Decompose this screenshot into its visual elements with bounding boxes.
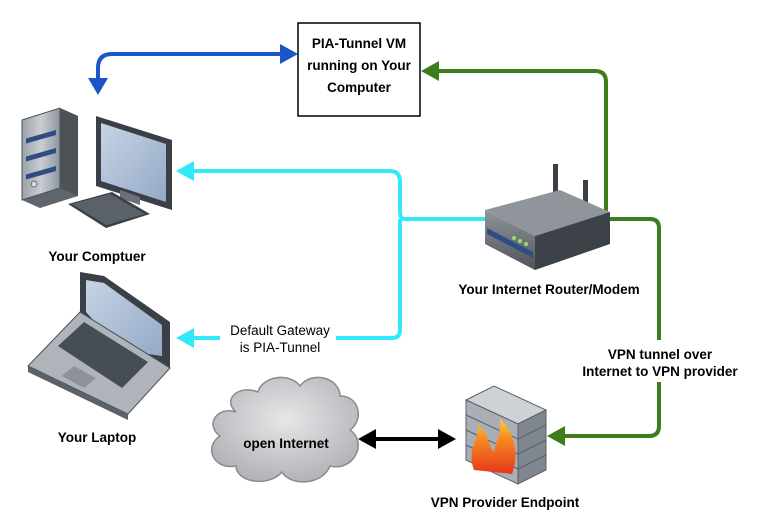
computer-label: Your Comptuer xyxy=(48,249,146,264)
gateway-annotation-line-2: is PIA-Tunnel xyxy=(240,340,321,355)
router-label: Your Internet Router/Modem xyxy=(458,282,639,297)
green-connector xyxy=(438,69,661,438)
vm-box-line-2: running on Your xyxy=(307,58,411,73)
vm-box: PIA-Tunnel VM running on Your Computer xyxy=(297,22,421,117)
vpn-tunnel-annotation-line-2: Internet to VPN provider xyxy=(582,364,738,379)
firewall-icon xyxy=(464,385,548,485)
vpn-endpoint-label: VPN Provider Endpoint xyxy=(431,495,580,510)
blue-arrowhead-computer xyxy=(88,78,108,95)
green-arrowhead-vm xyxy=(421,61,439,81)
black-connector xyxy=(358,429,456,449)
cyan-connector xyxy=(192,169,485,340)
cloud-icon: open Internet xyxy=(210,376,360,483)
desktop-computer-icon xyxy=(21,107,172,228)
laptop-label: Your Laptop xyxy=(58,430,137,445)
cyan-arrowhead-computer xyxy=(176,161,194,181)
laptop-icon xyxy=(27,272,171,420)
internet-label: open Internet xyxy=(243,436,329,451)
blue-connector xyxy=(96,52,282,82)
green-arrowhead-endpoint xyxy=(547,426,565,446)
router-icon xyxy=(485,164,610,270)
blue-arrowhead-vm xyxy=(280,44,298,64)
vm-box-line-3: Computer xyxy=(327,80,391,95)
cyan-arrowhead-laptop xyxy=(176,328,194,348)
gateway-annotation-line-1: Default Gateway xyxy=(230,323,330,338)
vpn-tunnel-annotation-line-1: VPN tunnel over xyxy=(608,347,713,362)
vm-box-line-1: PIA-Tunnel VM xyxy=(312,36,406,51)
